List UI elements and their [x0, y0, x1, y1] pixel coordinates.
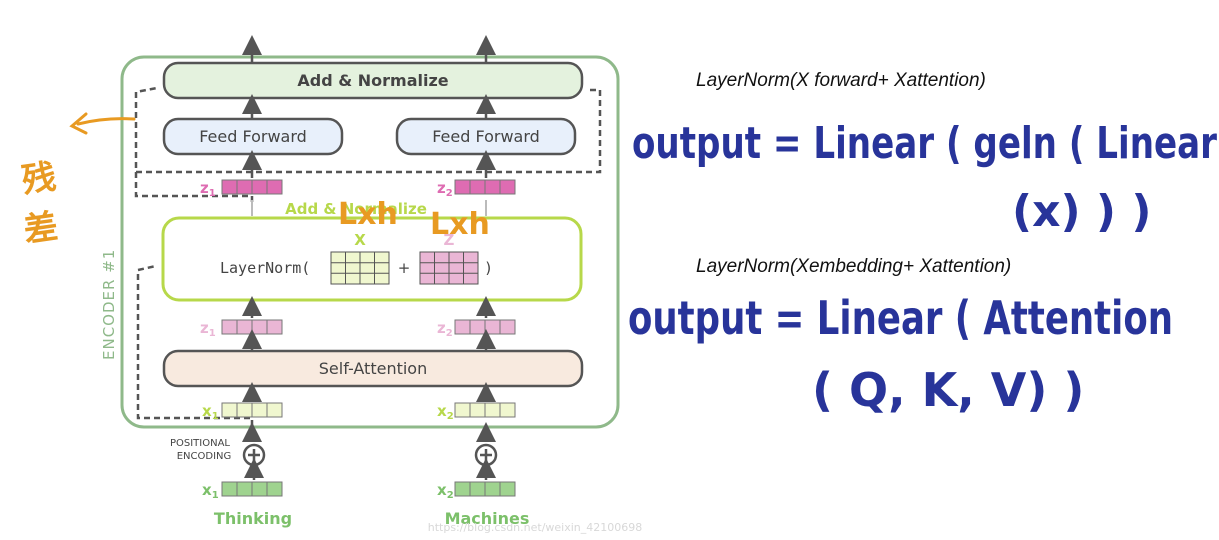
formula1-line1: output = Linear ( geln ( Linear	[632, 118, 1217, 169]
x1-embed-vector	[221, 481, 283, 497]
self-attention-label: Self-Attention	[319, 359, 427, 378]
x2-embed-label: x2	[437, 481, 454, 501]
add-normalize-top-label: Add & Normalize	[297, 71, 448, 90]
residual-arrow-handwritten	[69, 112, 136, 135]
plus-circle-icon-left	[242, 443, 266, 467]
x1-inner-label: x1	[202, 402, 219, 422]
x1-embed-label: x1	[202, 481, 219, 501]
z1-mid-label: z1	[200, 319, 216, 339]
layernorm-close: )	[484, 259, 493, 277]
z2-top-vector	[454, 179, 516, 195]
positional-encoding-line2: ENCODING	[177, 451, 232, 462]
residual-connection-top	[134, 86, 254, 202]
layernorm-func-label: LayerNorm(	[220, 259, 310, 277]
residual-connection-top-right	[136, 88, 602, 174]
word-machines: Machines	[445, 509, 530, 528]
x2-embed-vector	[454, 481, 516, 497]
z2-mid-vector	[454, 319, 516, 335]
residual-label-cn-1: 残	[19, 157, 58, 201]
z2-top-label: z2	[437, 179, 453, 199]
matrix-x-grid	[330, 251, 390, 285]
formula2-line2: ( Q, K, V) )	[812, 363, 1084, 417]
z1-top-label: z1	[200, 179, 216, 199]
encoder-label: ENCODER #1	[100, 249, 118, 360]
formula2-caption: LayerNorm(Xembedding+ Xattention)	[696, 256, 1011, 277]
plus-circle-icon-right	[474, 443, 498, 467]
positional-encoding-line1: POSITIONAL	[170, 438, 230, 449]
formula1-line2: (x) ) )	[1012, 186, 1151, 237]
matrix-z-label: Z	[444, 231, 455, 249]
z1-top-vector	[221, 179, 283, 195]
x2-inner-vector	[454, 402, 516, 418]
feed-forward-left-label: Feed Forward	[199, 127, 307, 146]
residual-connection-bottom	[136, 264, 254, 426]
formula2-line1: output = Linear ( Attention	[628, 291, 1173, 345]
self-attention-box	[162, 349, 584, 388]
residual-label-cn: 残差	[0, 0, 2, 1]
formula1-caption: LayerNorm(X forward+ Xattention)	[696, 70, 986, 91]
watermark: https://blog.csdn.net/weixin_42100698	[428, 521, 643, 534]
matrix-x-label: X	[354, 231, 366, 249]
add-normalize-top-box	[162, 61, 584, 100]
encoder-box	[120, 55, 620, 429]
layernorm-plus: +	[398, 259, 411, 277]
add-normalize-mid-label: Add & Normalize	[285, 200, 427, 218]
residual-label-cn-2: 差	[21, 207, 60, 251]
lxh-annotation-2: Lxh	[430, 207, 490, 242]
z1-mid-vector	[221, 319, 283, 335]
feed-forward-right-label: Feed Forward	[432, 127, 540, 146]
x1-inner-vector	[221, 402, 283, 418]
matrix-z-grid	[419, 251, 479, 285]
x2-inner-label: x2	[437, 402, 454, 422]
z2-mid-label: z2	[437, 319, 453, 339]
word-thinking: Thinking	[214, 509, 292, 528]
lxh-annotation-1: Lxh	[338, 197, 398, 232]
